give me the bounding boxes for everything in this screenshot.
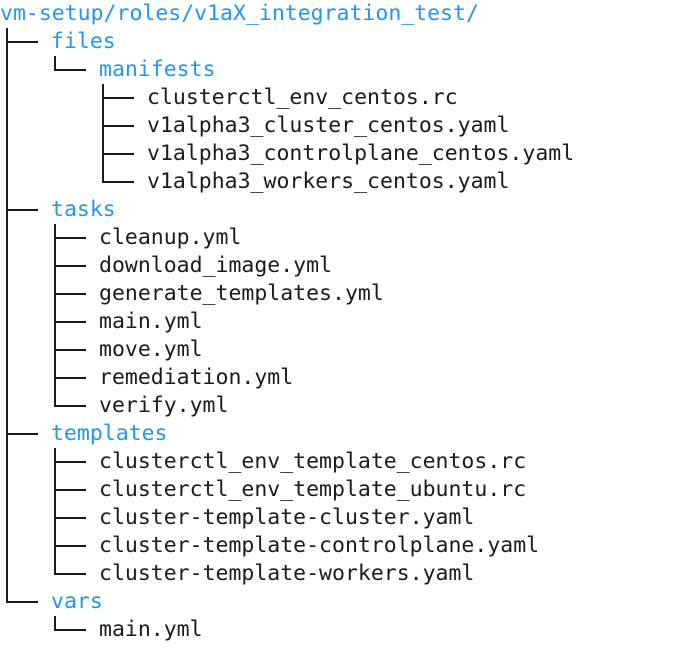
tree-row: files <box>51 28 116 56</box>
tree-row: main.yml <box>99 616 203 644</box>
file-label: move.yml <box>99 337 203 362</box>
directory-label: vars <box>51 589 103 614</box>
file-label: main.yml <box>99 309 203 334</box>
tree-branch-line <box>103 153 134 155</box>
tree-row: clusterctl_env_template_ubuntu.rc <box>99 476 526 504</box>
tree-trunk-line <box>54 56 56 71</box>
tree-row: tasks <box>51 196 116 224</box>
file-label: v1alpha3_controlplane_centos.yaml <box>147 141 575 166</box>
tree-branch-line <box>7 601 38 603</box>
tree-branch-line <box>55 405 86 407</box>
tree-row: remediation.yml <box>99 364 293 392</box>
directory-label: manifests <box>99 57 216 82</box>
tree-row: generate_templates.yml <box>99 280 384 308</box>
tree-branch-line <box>55 461 86 463</box>
tree-trunk-line <box>54 224 56 407</box>
tree-trunk-line <box>6 28 8 603</box>
tree-root-row: vm-setup/roles/v1aX_integration_test/ <box>0 0 479 28</box>
file-label: main.yml <box>99 617 203 642</box>
tree-branch-line <box>55 517 86 519</box>
tree-row: cluster-template-workers.yaml <box>99 560 474 588</box>
directory-label: files <box>51 29 116 54</box>
tree-row: templates <box>51 420 168 448</box>
tree-branch-line <box>55 629 86 631</box>
tree-row: move.yml <box>99 336 203 364</box>
directory-label: tasks <box>51 197 116 222</box>
tree-branch-line <box>55 69 86 71</box>
tree-row: verify.yml <box>99 392 228 420</box>
file-label: v1alpha3_workers_centos.yaml <box>147 169 510 194</box>
tree-row: cluster-template-controlplane.yaml <box>99 532 539 560</box>
file-label: generate_templates.yml <box>99 281 384 306</box>
tree-branch-line <box>55 321 86 323</box>
tree-row: v1alpha3_cluster_centos.yaml <box>147 112 509 140</box>
tree-trunk-line <box>54 616 56 631</box>
tree-branch-line <box>55 377 86 379</box>
file-label: clusterctl_env_template_ubuntu.rc <box>99 477 527 502</box>
tree-row: download_image.yml <box>99 252 332 280</box>
file-label: remediation.yml <box>99 365 294 390</box>
tree-branch-line <box>55 545 86 547</box>
tree-row: v1alpha3_controlplane_centos.yaml <box>147 140 574 168</box>
file-label: cleanup.yml <box>99 225 242 250</box>
tree-branch-line <box>55 265 86 267</box>
file-label: cluster-template-workers.yaml <box>99 561 475 586</box>
tree-branch-line <box>103 181 134 183</box>
tree-trunk-line <box>102 84 104 183</box>
tree-row: clusterctl_env_centos.rc <box>147 84 458 112</box>
file-label: verify.yml <box>99 393 229 418</box>
tree-branch-line <box>55 573 86 575</box>
tree-branch-line <box>55 237 86 239</box>
file-label: v1alpha3_cluster_centos.yaml <box>147 113 510 138</box>
tree-branch-line <box>55 349 86 351</box>
tree-branch-line <box>55 489 86 491</box>
tree-branch-line <box>7 209 38 211</box>
file-label: cluster-template-controlplane.yaml <box>99 533 540 558</box>
tree-row: manifests <box>99 56 216 84</box>
tree-row: vars <box>51 588 103 616</box>
tree-branch-line <box>103 97 134 99</box>
root-path-label: vm-setup/roles/v1aX_integration_test/ <box>0 1 479 26</box>
tree-branch-line <box>7 433 38 435</box>
tree-row: clusterctl_env_template_centos.rc <box>99 448 526 476</box>
directory-label: templates <box>51 421 168 446</box>
tree-branch-line <box>103 125 134 127</box>
tree-row: main.yml <box>99 308 203 336</box>
tree-row: cleanup.yml <box>99 224 241 252</box>
tree-row: cluster-template-cluster.yaml <box>99 504 474 532</box>
tree-row: v1alpha3_workers_centos.yaml <box>147 168 509 196</box>
file-label: clusterctl_env_template_centos.rc <box>99 449 527 474</box>
tree-branch-line <box>7 41 38 43</box>
tree-trunk-line <box>54 448 56 575</box>
file-label: download_image.yml <box>99 253 332 278</box>
file-label: clusterctl_env_centos.rc <box>147 85 458 110</box>
file-label: cluster-template-cluster.yaml <box>99 505 475 530</box>
tree-branch-line <box>55 293 86 295</box>
